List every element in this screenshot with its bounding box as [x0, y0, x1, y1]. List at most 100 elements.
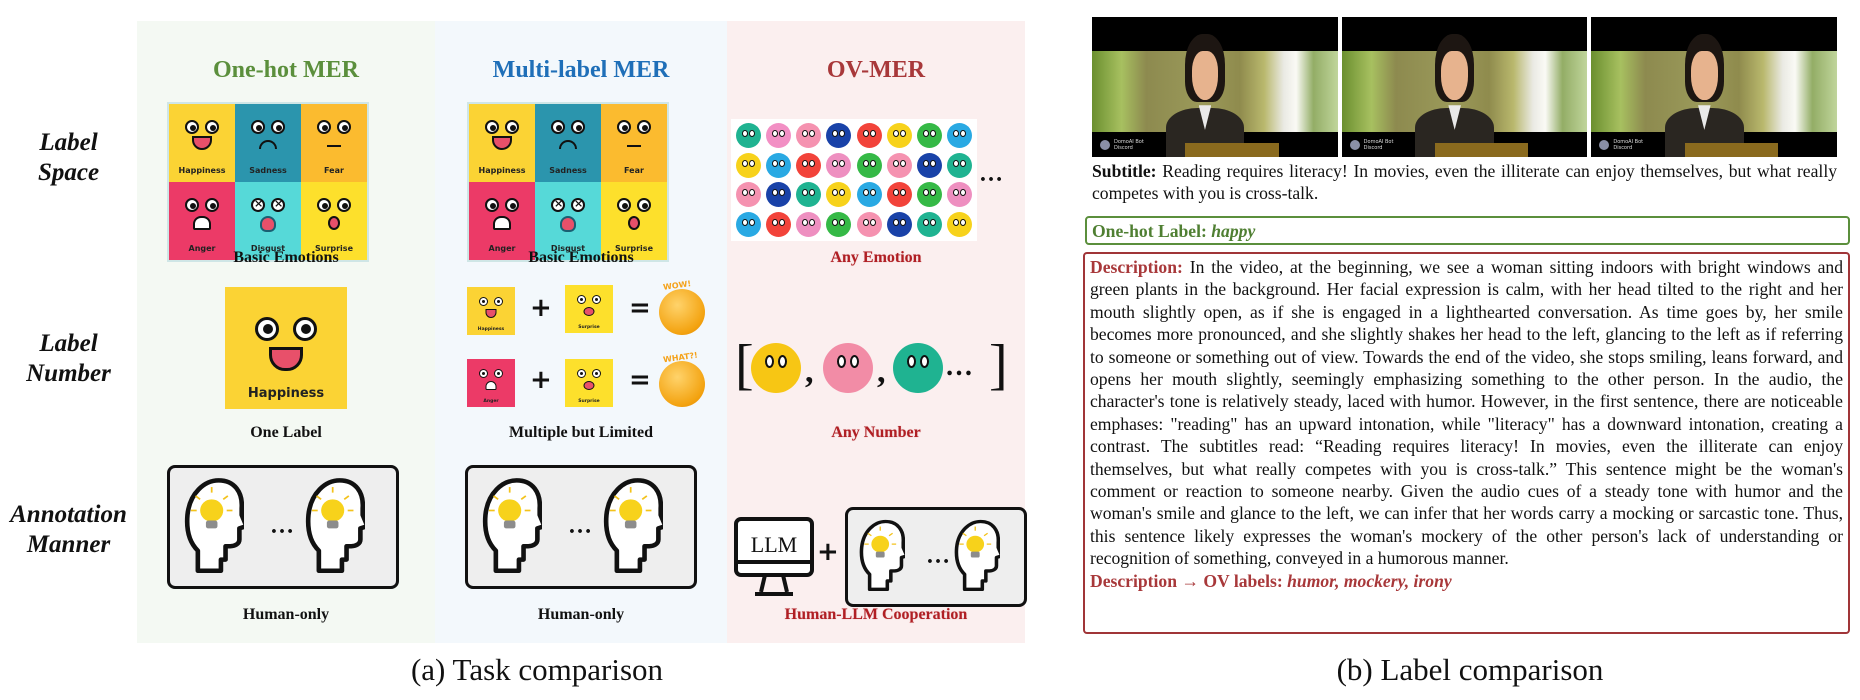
eye-icon — [485, 198, 499, 212]
source-name: Discord — [1363, 145, 1383, 151]
emotion-circle-icon — [796, 152, 822, 178]
emotion-circle-icon — [765, 152, 791, 178]
eye-icon — [271, 197, 285, 212]
what-emoji-icon: WHAT?! — [659, 351, 705, 407]
eye-icon — [551, 120, 565, 134]
human-head-lightbulb-icon — [184, 477, 249, 573]
mouth-icon — [627, 141, 641, 147]
human-annotators-box: … — [167, 465, 399, 589]
eye-icon — [479, 297, 488, 306]
emotion-cell: Sadness — [235, 104, 301, 182]
llm-label: LLM — [751, 532, 797, 557]
emotion-circle-icon — [826, 152, 852, 178]
emotion-circle-icon — [886, 152, 912, 178]
emotion-label: Fear — [624, 166, 644, 175]
mini-emotion-card: Surprise — [565, 285, 613, 333]
single-happiness-card: Happiness — [225, 287, 347, 409]
emotion-label: Anger — [483, 399, 499, 404]
basic-emotions-grid: HappinessSadnessFearAngerDisgustSurprise — [167, 102, 369, 262]
emotion-circle-icon — [765, 123, 791, 149]
emotion-cell: Sadness — [535, 104, 601, 182]
eye-icon — [485, 120, 499, 134]
emotion-label: Fear — [324, 166, 344, 175]
eye-icon — [293, 317, 317, 341]
surprise-face-icon — [614, 196, 654, 230]
subfigure-caption-a: (a) Task comparison — [410, 652, 664, 687]
eye-icon — [505, 120, 519, 134]
ellipsis: … — [926, 543, 951, 569]
source-name: Discord — [1114, 145, 1133, 151]
human-head-lightbulb-icon — [305, 477, 370, 573]
mouth-icon — [559, 140, 577, 149]
emotion-circle-icon — [826, 123, 852, 149]
mouth-icon — [260, 216, 276, 232]
emotion-label: Surprise — [314, 244, 353, 253]
eye-icon — [317, 198, 331, 212]
human-annotators-box: … — [845, 507, 1027, 607]
eye-icon — [494, 297, 503, 306]
mouth-icon — [328, 216, 340, 230]
ellipsis: … — [270, 513, 295, 539]
eye-icon — [251, 120, 265, 134]
open-bracket: [ — [735, 334, 754, 396]
caption-annotation-ov: Human-LLM Cooperation — [784, 606, 968, 623]
eye-icon — [271, 120, 285, 134]
mouth-icon — [192, 136, 212, 150]
eye-icon — [592, 369, 601, 378]
eye-icon — [571, 197, 585, 212]
emotion-label: Surprise — [614, 244, 653, 253]
avatar — [1100, 140, 1110, 150]
column-title-ov-mer: OV-MER — [826, 57, 926, 83]
face — [1191, 51, 1219, 101]
description-key: Description: — [1090, 257, 1183, 277]
avatar — [1349, 140, 1360, 150]
disgust-face-icon — [548, 196, 588, 232]
caption-label-number-ov: Any Number — [831, 424, 921, 441]
subfigure-caption-b: (b) Label comparison — [1336, 652, 1604, 687]
mouth-icon — [269, 347, 303, 371]
emotion-circle-icon — [893, 343, 943, 393]
emotion-circle-icon — [735, 152, 761, 178]
happiness-face-icon — [482, 118, 522, 152]
emotion-circle-icon — [886, 211, 912, 237]
emotion-circle-icon — [796, 211, 822, 237]
emotion-cell: Happiness — [169, 104, 235, 182]
ov-labels-line: Description → OV labels: humor, mockery,… — [1090, 570, 1843, 592]
emotion-label: Happiness — [477, 327, 505, 332]
row-label-line: Manner — [26, 531, 111, 558]
column-title-onehot: One-hot MER — [213, 57, 359, 83]
emotion-circle-icon — [856, 123, 882, 149]
emotion-cell: Happiness — [469, 104, 535, 182]
bot-name: DomoAI Bot — [1114, 139, 1144, 145]
table — [1435, 143, 1529, 157]
anger-face-icon — [182, 196, 222, 230]
face — [1690, 51, 1718, 101]
eye-icon — [505, 198, 519, 212]
panel-onehot-mer: One-hot MER HappinessSadnessFearAngerDis… — [137, 21, 435, 643]
emotion-label: Happiness — [478, 166, 526, 175]
source-name: Discord — [1613, 145, 1633, 151]
row-label-line: Label — [39, 129, 98, 156]
person-figure — [1415, 33, 1494, 157]
mouth-icon — [193, 216, 211, 230]
emotion-circle-icon — [735, 182, 761, 208]
emoji-tag: WHAT?! — [662, 350, 699, 365]
emotion-label: Disgust — [550, 244, 586, 253]
emotion-circle-icon — [886, 123, 912, 149]
ellipsis: … — [945, 351, 975, 382]
eye-icon — [337, 198, 351, 212]
close-bracket: ] — [989, 334, 1008, 396]
description-box: Description: In the video, at the beginn… — [1083, 252, 1850, 634]
emotion-cell: Disgust — [235, 182, 301, 260]
emotion-circle-icon — [735, 211, 761, 237]
row-label-label-number: Label Number — [0, 329, 137, 389]
subtitle-value: Reading requires literacy! In movies, ev… — [1092, 161, 1837, 203]
equals-icon: = — [629, 293, 651, 323]
subtitle-key: Subtitle: — [1092, 161, 1157, 181]
plus-icon: + — [530, 365, 552, 395]
